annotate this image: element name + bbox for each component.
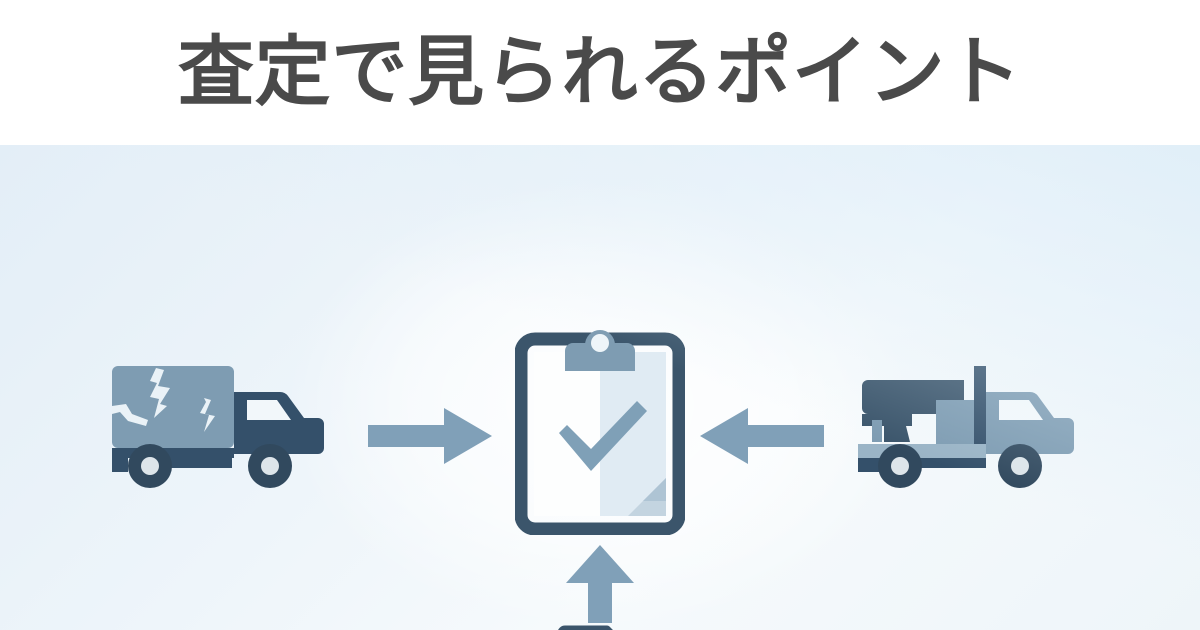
documents-svg <box>558 625 613 630</box>
clipboard-checkmark <box>559 401 647 471</box>
arrow-right-to-center-icon <box>700 407 824 465</box>
clipboard-clip-hole <box>591 334 609 352</box>
truck-rear-bumper <box>858 458 882 472</box>
truck-bed-box <box>936 400 974 444</box>
cargo-carrier-truck-icon <box>858 358 1078 498</box>
verified-documents-icon <box>533 623 667 630</box>
page-title: 査定で見られるポイント <box>177 29 1023 115</box>
truck-bed-deck <box>858 444 986 458</box>
damaged-box-truck-icon <box>110 358 330 498</box>
truck-underframe <box>914 458 986 468</box>
truck-headboard-post <box>974 366 986 444</box>
clipboard-fold-shadow <box>643 478 666 501</box>
damaged-box-truck-svg <box>112 366 324 488</box>
inspection-clipboard-icon <box>515 323 685 535</box>
truck-rear-hub <box>141 457 159 475</box>
truck-underframe <box>166 458 232 468</box>
diagram-panel <box>0 145 1200 630</box>
truck-load-strap <box>872 420 882 442</box>
arrow-bottom-to-center-icon <box>566 545 634 623</box>
arrow-up-glyph <box>566 545 634 623</box>
header-band: 査定で見られるポイント <box>0 0 1200 145</box>
arrow-right-glyph <box>368 408 492 464</box>
crack-lines <box>112 368 215 432</box>
truck-front-hub <box>261 457 279 475</box>
truck-window <box>999 400 1043 420</box>
truck-rear-bumper <box>112 458 128 472</box>
arrow-left-to-center-icon <box>368 407 492 465</box>
truck-window <box>247 400 291 420</box>
truck-load-wedge <box>884 418 910 442</box>
truck-front-hub <box>1011 457 1029 475</box>
truck-cargo-box <box>112 366 234 448</box>
cargo-carrier-truck-svg <box>858 366 1074 488</box>
truck-rear-hub <box>891 457 909 475</box>
clipboard-svg <box>515 330 685 535</box>
clipboard-clip-base <box>565 343 635 371</box>
arrow-left-glyph <box>700 408 824 464</box>
